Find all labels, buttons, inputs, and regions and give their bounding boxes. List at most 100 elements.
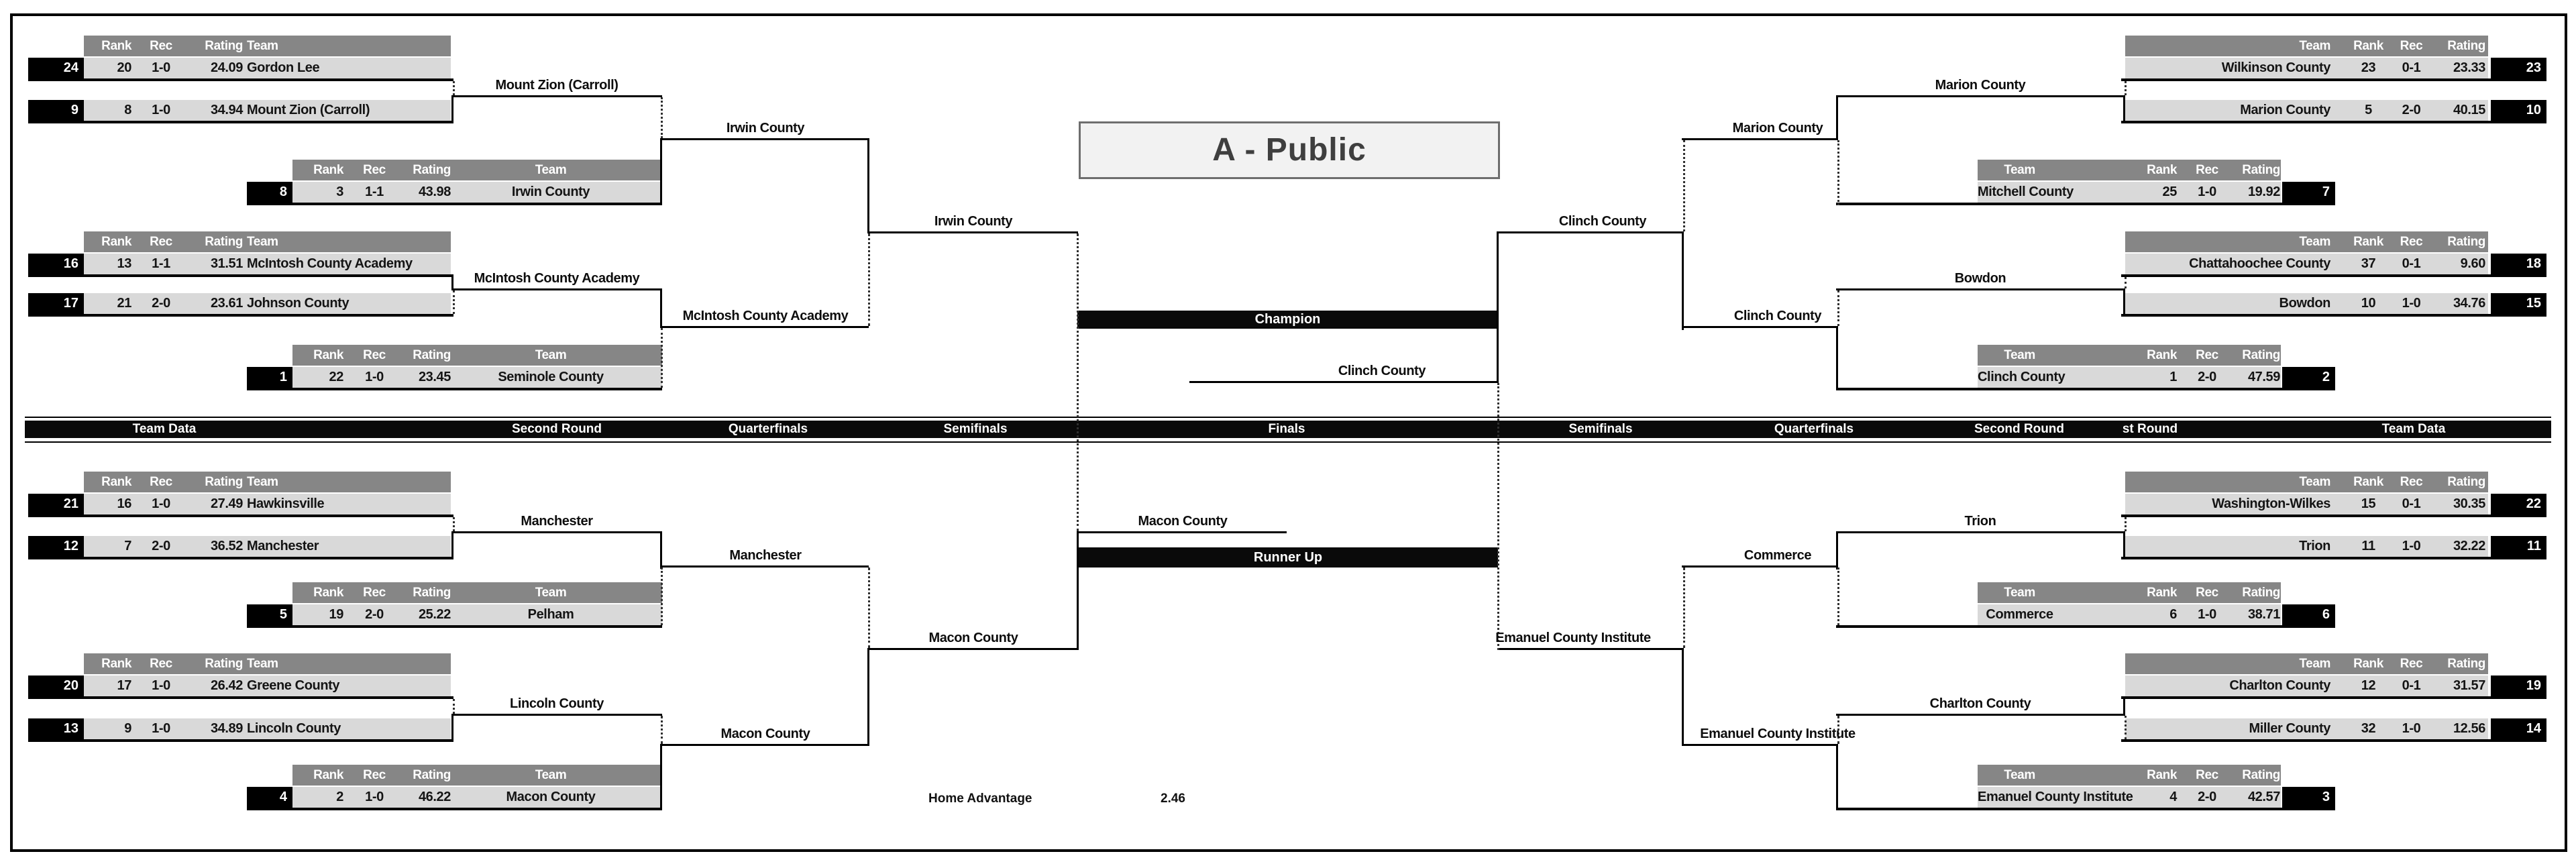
seed-badge: 20 xyxy=(28,676,84,696)
bracket-line xyxy=(451,714,453,742)
round-label: Semifinals xyxy=(1568,422,1633,436)
winner-label: Irwin County xyxy=(726,121,805,136)
rating-cell: 34.76 xyxy=(2453,296,2485,311)
rating-cell: 26.42 xyxy=(210,678,243,693)
connector-dotted-line xyxy=(1837,568,1839,625)
team-header: Team xyxy=(535,768,567,782)
seed-badge: 17 xyxy=(28,293,84,314)
bracket-line xyxy=(660,288,662,328)
rec-cell: 1-0 xyxy=(152,721,170,736)
connector-dotted-line xyxy=(2125,277,2127,288)
team-cell: Irwin County xyxy=(511,184,590,199)
rank-cell: 19 xyxy=(329,607,344,622)
winner-label: Irwin County xyxy=(934,214,1013,229)
winner-label: Clinch County xyxy=(1338,364,1426,378)
rank-header: Rank xyxy=(2353,475,2383,489)
round-label: Quarterfinals xyxy=(728,422,808,436)
bracket-line xyxy=(1836,326,1838,390)
rank-cell: 23 xyxy=(2361,60,2376,75)
rank-cell: 17 xyxy=(117,678,132,693)
winner-label: Emanuel County Institute xyxy=(1495,631,1651,645)
rec-cell: 1-1 xyxy=(365,184,384,199)
bracket-line xyxy=(1498,648,1683,650)
seed-badge: 8 xyxy=(247,182,292,203)
bracket-line xyxy=(2121,274,2546,277)
team-cell: Trion xyxy=(2299,539,2330,553)
bracket-line xyxy=(2123,531,2125,559)
rating-cell: 46.22 xyxy=(418,790,451,804)
bracket-line xyxy=(662,565,869,568)
rec-header: Rec xyxy=(2400,475,2423,489)
team-cell: Mitchell County xyxy=(1978,184,2074,199)
team-cell: McIntosh County Academy xyxy=(247,256,413,271)
bracket-line xyxy=(1682,648,1684,746)
rating-cell: 36.52 xyxy=(210,539,243,553)
bracket-line xyxy=(247,808,662,810)
team-header: Team xyxy=(535,163,567,177)
seed-badge: 19 xyxy=(2491,676,2546,696)
rating-cell: 23.61 xyxy=(210,296,243,311)
round-header-bar xyxy=(25,421,2551,438)
team-header: Team xyxy=(535,348,567,362)
team-cell: Gordon Lee xyxy=(247,60,320,75)
team-cell: Bowdon xyxy=(2279,296,2331,311)
rating-cell: 30.35 xyxy=(2453,496,2485,511)
rec-header: Rec xyxy=(363,768,386,782)
bracket-line xyxy=(867,138,869,233)
bracket-line xyxy=(662,138,869,140)
winner-label: Commerce xyxy=(1743,548,1812,563)
rank-cell: 10 xyxy=(2361,296,2376,311)
bracket-line xyxy=(662,326,869,328)
team-cell: Hawkinsville xyxy=(247,496,325,511)
rank-header: Rank xyxy=(313,768,343,782)
round-label: Second Round xyxy=(511,422,602,436)
connector-dotted-line xyxy=(661,716,663,744)
seed-badge: 1 xyxy=(247,367,292,388)
team-cell: Clinch County xyxy=(1978,370,2065,384)
round-label: Team Data xyxy=(2381,422,2446,436)
rank-header: Rank xyxy=(2353,39,2383,53)
winner-label: Trion xyxy=(1964,514,1996,529)
rating-cell: 47.59 xyxy=(2247,370,2280,384)
divider-rule-bottom xyxy=(25,441,2551,443)
bracket-line xyxy=(247,625,662,628)
rec-cell: 1-0 xyxy=(152,60,170,75)
rating-header: Rating xyxy=(2447,657,2485,671)
team-cell: Greene County xyxy=(247,678,340,693)
bracket-line xyxy=(28,515,453,517)
rec-cell: 2-0 xyxy=(2198,790,2216,804)
seed-badge: 6 xyxy=(2282,604,2335,625)
team-header: Team xyxy=(535,586,567,600)
winner-label: Macon County xyxy=(928,631,1018,645)
rec-header: Rec xyxy=(2196,586,2218,600)
seed-badge: 5 xyxy=(247,604,292,625)
rec-cell: 1-0 xyxy=(2402,721,2421,736)
bracket-line xyxy=(660,744,662,810)
rank-cell: 5 xyxy=(2365,103,2372,117)
rec-cell: 1-0 xyxy=(2198,607,2216,622)
rank-cell: 4 xyxy=(2169,790,2177,804)
bracket-line xyxy=(247,388,662,390)
bracket-line xyxy=(660,531,662,569)
rank-header: Rank xyxy=(2147,348,2177,362)
bracket-line xyxy=(1836,625,2335,628)
rank-cell: 13 xyxy=(117,256,132,271)
rec-cell: 1-0 xyxy=(365,370,384,384)
rating-cell: 34.89 xyxy=(210,721,243,736)
bracket-line xyxy=(1836,531,2125,533)
bracket-line xyxy=(1836,95,1838,140)
team-cell: Mount Zion (Carroll) xyxy=(247,103,370,117)
bracket-line xyxy=(1682,744,1837,746)
rank-header: Rank xyxy=(101,657,131,671)
rec-cell: 0-1 xyxy=(2402,496,2421,511)
